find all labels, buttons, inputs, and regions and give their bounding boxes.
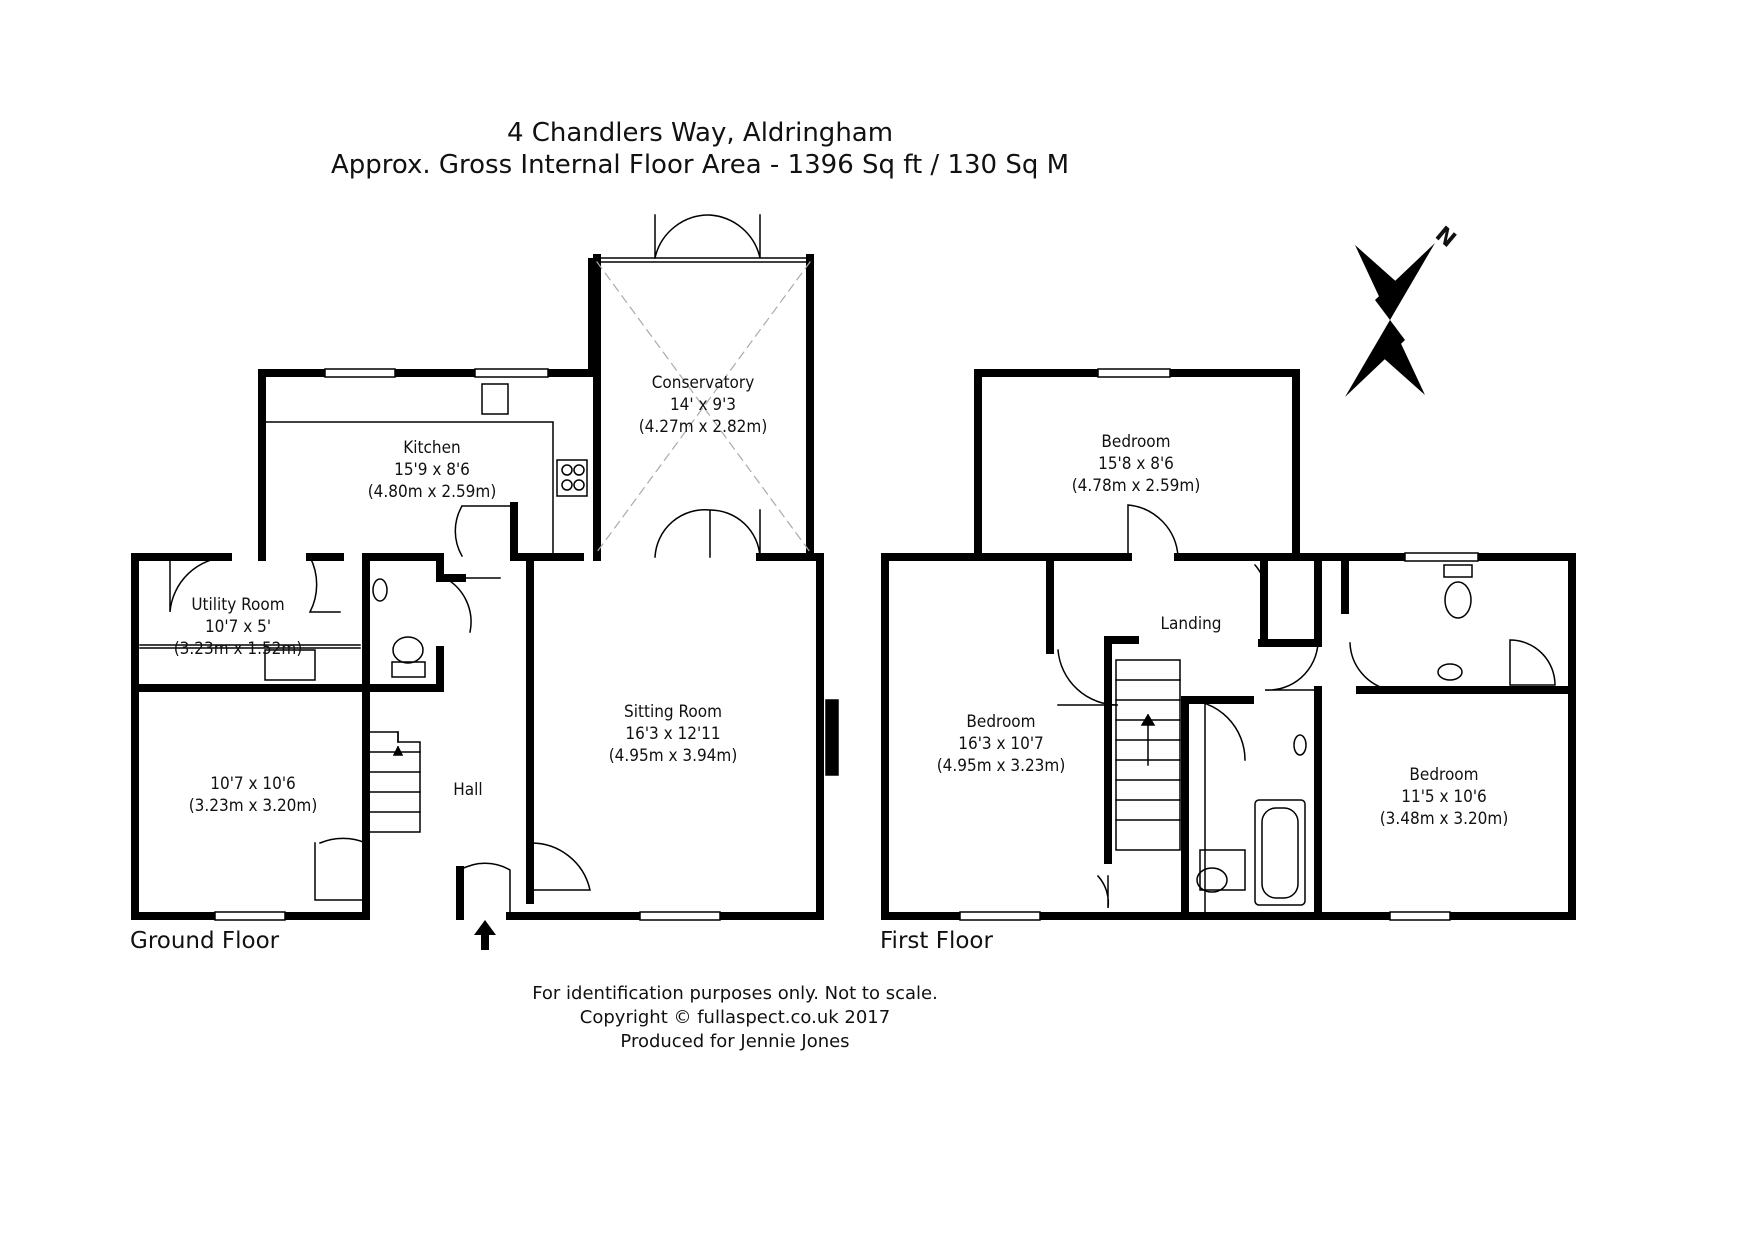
first-floor-walls — [881, 369, 1576, 920]
footer-copyright: Copyright © fullaspect.co.uk 2017 — [579, 1007, 891, 1028]
room-hall: Hall — [453, 780, 483, 800]
footer-produced-for: Produced for Jennie Jones — [620, 1031, 850, 1052]
first-floor-fixtures — [1057, 504, 1556, 913]
first-floor-label: First Floor — [880, 928, 993, 954]
plan-title: 4 Chandlers Way, Aldringham — [506, 118, 894, 148]
room-landing: Landing — [1160, 614, 1222, 634]
room-bedroom-left: Bedroom 16'3 x 10'7 (4.95m x 3.23m) — [936, 712, 1066, 776]
room-kitchen: Kitchen 15'9 x 8'6 (4.80m x 2.59m) — [367, 438, 497, 502]
room-ground-reception: 10'7 x 10'6 (3.23m x 3.20m) — [188, 774, 318, 816]
room-sitting: Sitting Room 16'3 x 12'11 (4.95m x 3.94m… — [608, 702, 738, 766]
windows[interactable] — [214, 368, 1479, 921]
entrance-arrow-icon — [474, 920, 496, 950]
room-conservatory: Conservatory 14' x 9'3 (4.27m x 2.82m) — [638, 373, 768, 437]
ground-floor-walls — [131, 254, 824, 920]
ground-floor-label: Ground Floor — [130, 928, 280, 954]
plan-subtitle: Approx. Gross Internal Floor Area - 1396… — [330, 150, 1070, 180]
compass-icon — [1345, 243, 1435, 397]
footer-disclaimer: For identification purposes only. Not to… — [532, 983, 938, 1004]
room-bedroom-top: Bedroom 15'8 x 8'6 (4.78m x 2.59m) — [1071, 432, 1201, 496]
conservatory-glazing — [596, 261, 811, 553]
room-utility: Utility Room 10'7 x 5' (3.23m x 1.52m) — [173, 595, 303, 659]
room-bedroom-right: Bedroom 11'5 x 10'6 (3.48m x 3.20m) — [1379, 765, 1509, 829]
ground-floor-fixtures — [139, 214, 808, 917]
